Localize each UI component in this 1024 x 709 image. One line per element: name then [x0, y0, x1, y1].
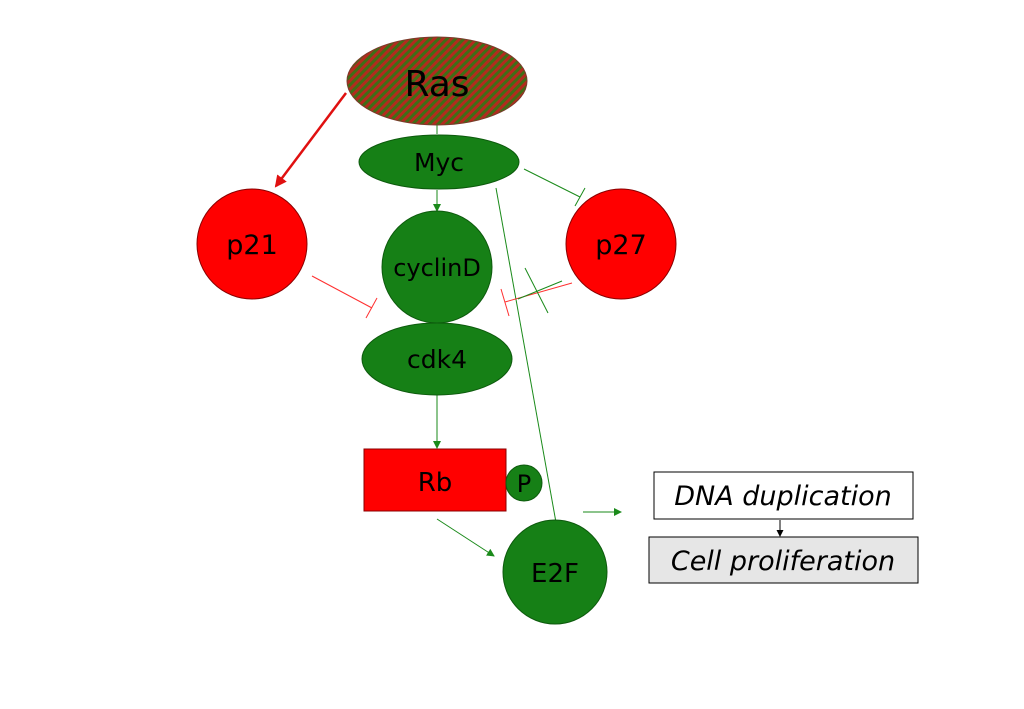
edge-p21-cyclind-bar: [365, 297, 378, 319]
edge-p27-cyclind-inhibit: [504, 282, 573, 303]
node-cdk4: cdk4: [361, 322, 513, 396]
node-ras: Ras: [346, 36, 528, 126]
edge-ras-p21: [274, 92, 347, 188]
dna-duplication-label: DNA duplication: [674, 481, 892, 512]
node-p21: p21: [196, 188, 308, 300]
node-phosphate: P: [505, 464, 543, 502]
node-dna-duplication: DNA duplication: [653, 471, 914, 520]
edge-rb-e2f: [436, 518, 495, 557]
p21-label: p21: [226, 230, 278, 261]
cross-line-2: [517, 280, 563, 300]
p27-label: p27: [595, 230, 647, 261]
node-rb: Rb: [363, 448, 507, 512]
edges: [274, 92, 784, 557]
edge-p27-cyclind-bar: [500, 288, 510, 317]
edge-p21-cyclind-inhibit: [311, 275, 373, 309]
cdk4-label: cdk4: [407, 345, 467, 374]
node-cyclind: cyclinD: [381, 210, 493, 324]
edge-myc-p27-inhibit: [523, 168, 581, 198]
node-myc: Myc: [358, 134, 520, 190]
edge-myc-e2f: [495, 187, 560, 529]
phosphate-label: P: [517, 470, 531, 498]
cyclind-label: cyclinD: [393, 254, 481, 282]
cell-proliferation-label: Cell proliferation: [671, 546, 895, 577]
myc-label: Myc: [414, 148, 464, 177]
node-p27: p27: [565, 188, 677, 300]
edge-myc-p27-bar: [574, 187, 586, 207]
node-cell-proliferation: Cell proliferation: [648, 536, 919, 584]
node-e2f: E2F: [502, 519, 608, 625]
cross-line-1: [524, 267, 549, 314]
e2f-label: E2F: [531, 559, 579, 589]
ras-label: Ras: [404, 64, 469, 105]
rb-label: Rb: [418, 468, 453, 498]
